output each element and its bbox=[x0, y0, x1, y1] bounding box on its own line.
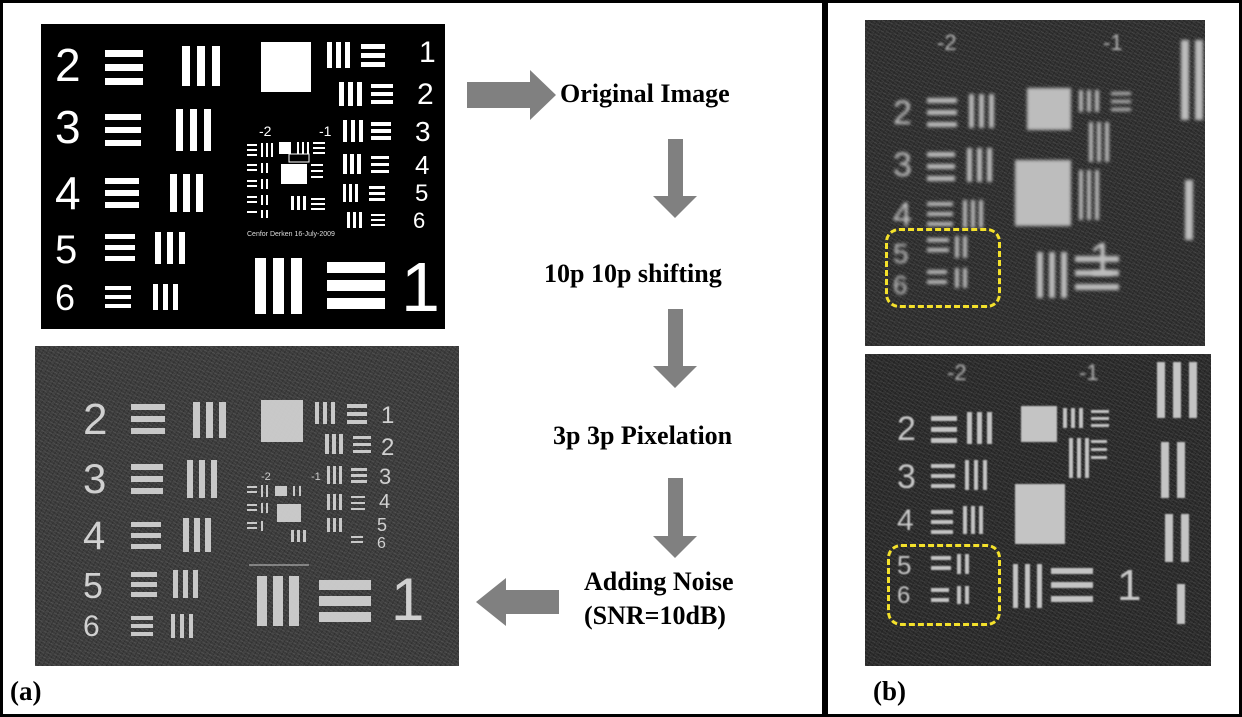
original-target-image: 2 3 4 5 6 1 2 3 4 5 6 1 -2 -1 Cenfor Der… bbox=[41, 24, 445, 329]
result-top-bars bbox=[927, 40, 1203, 298]
target-bars bbox=[105, 42, 393, 314]
step-shifting: 10p 10p shifting bbox=[544, 259, 722, 288]
group-number: 4 bbox=[897, 504, 914, 537]
panel-b-frame bbox=[822, 0, 1242, 717]
group-label: -2 bbox=[947, 360, 967, 385]
panel-a-frame bbox=[0, 0, 828, 717]
arrow-left-icon bbox=[476, 578, 559, 626]
group-number: 2 bbox=[381, 434, 395, 461]
noisy-target-bars bbox=[131, 400, 371, 638]
group-label: -2 bbox=[259, 123, 272, 139]
group-number: 3 bbox=[379, 464, 392, 489]
group-number: 2 bbox=[417, 78, 434, 111]
group-number: 6 bbox=[55, 277, 76, 318]
group-number: 4 bbox=[415, 150, 430, 180]
group-number: 3 bbox=[415, 116, 431, 147]
group-number: 5 bbox=[55, 228, 78, 272]
arrow-right-icon bbox=[467, 70, 556, 120]
step-original-image: Original Image bbox=[560, 79, 730, 108]
target-caption: Cenfor Derken 16-July-2009 bbox=[247, 231, 335, 238]
highlight-box-top bbox=[885, 228, 1001, 308]
group-number: 6 bbox=[893, 270, 908, 300]
group-number: 5 bbox=[377, 515, 388, 535]
group-label: -1 bbox=[311, 471, 321, 483]
step-snr: (SNR=10dB) bbox=[584, 601, 726, 630]
tiny-chart-element bbox=[288, 153, 310, 163]
result-image-top: -2 -1 2 3 4 5 6 1 bbox=[865, 20, 1205, 346]
big-element-number: 1 bbox=[401, 248, 440, 326]
group-number: 2 bbox=[83, 395, 108, 444]
group-number: 1 bbox=[381, 402, 395, 429]
big-element-number: 1 bbox=[1117, 561, 1142, 610]
group-number: 3 bbox=[893, 146, 912, 184]
group-number: 4 bbox=[893, 196, 912, 234]
group-number: 3 bbox=[83, 455, 107, 502]
group-number: 3 bbox=[55, 101, 81, 153]
arrow-down-icon bbox=[653, 478, 697, 558]
group-number: 4 bbox=[379, 491, 391, 513]
result-bottom-bars bbox=[931, 362, 1197, 624]
group-number: 6 bbox=[897, 582, 911, 609]
group-number: 6 bbox=[413, 208, 426, 233]
panel-b-label: (b) bbox=[873, 676, 906, 706]
big-element-number: 1 bbox=[391, 566, 425, 633]
group-number: 2 bbox=[897, 410, 916, 448]
group-number: 5 bbox=[415, 180, 429, 207]
step-pixelation: 3p 3p Pixelation bbox=[553, 421, 733, 450]
group-label: -2 bbox=[937, 30, 957, 55]
highlight-box-bottom bbox=[887, 544, 1001, 626]
group-label: -1 bbox=[1079, 360, 1099, 385]
panel-a-label: (a) bbox=[10, 676, 42, 706]
group-number: 6 bbox=[377, 535, 386, 552]
group-number: 5 bbox=[897, 550, 912, 580]
group-number: 2 bbox=[55, 39, 81, 91]
group-label: -1 bbox=[1103, 30, 1123, 55]
group-number: 1 bbox=[419, 36, 436, 69]
result-image-bottom: -2 -1 2 3 4 5 6 1 bbox=[865, 354, 1211, 666]
group-number: 6 bbox=[83, 610, 100, 643]
group-number: 2 bbox=[893, 94, 912, 132]
group-label: -1 bbox=[319, 123, 332, 139]
group-number: 4 bbox=[55, 167, 81, 219]
group-number: 5 bbox=[83, 565, 104, 606]
group-number: 4 bbox=[83, 514, 106, 558]
group-label: -2 bbox=[261, 471, 271, 483]
group-number: 3 bbox=[897, 458, 916, 496]
step-adding-noise: Adding Noise bbox=[584, 567, 734, 596]
arrow-down-icon bbox=[653, 309, 697, 388]
arrow-down-icon bbox=[653, 139, 697, 218]
group-number: 5 bbox=[893, 238, 909, 269]
